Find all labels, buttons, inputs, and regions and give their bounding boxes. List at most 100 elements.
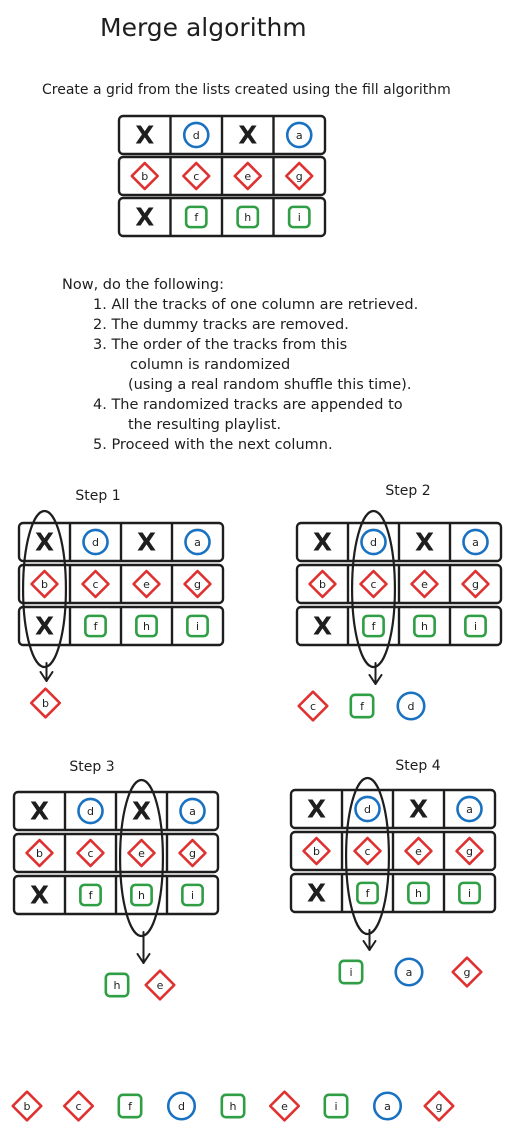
square-icon <box>458 881 481 905</box>
column-selection-ellipse <box>344 776 391 936</box>
track-label: c <box>193 170 199 183</box>
instructions-heading: Now, do the following: <box>62 277 224 293</box>
track-label: c <box>87 847 93 860</box>
instruction-line: column is randomized <box>130 357 290 373</box>
track-square: f <box>117 1093 143 1119</box>
track-circle: d <box>396 691 426 721</box>
track-label: d <box>364 803 371 816</box>
circle-icon <box>179 797 206 825</box>
dummy-track: X <box>409 794 428 823</box>
arrow-head-icon <box>136 953 151 964</box>
column-selection-ellipse <box>21 509 68 669</box>
track-label: f <box>89 889 94 902</box>
track-circle: d <box>354 795 381 823</box>
track-label: g <box>189 847 196 860</box>
track-label: a <box>466 803 473 816</box>
dummy-track: X <box>137 527 156 556</box>
diamond-icon <box>233 161 263 191</box>
dummy-label: X <box>135 202 154 231</box>
dummy-track: X <box>132 796 151 825</box>
track-label: a <box>406 966 413 979</box>
track-circle: a <box>462 528 489 556</box>
track-diamond: c <box>81 569 110 599</box>
track-label: d <box>178 1100 185 1113</box>
track-circle: a <box>456 795 483 823</box>
column-selection-ellipse <box>118 778 165 938</box>
track-label: c <box>364 845 370 858</box>
arrow-head-icon <box>362 940 377 951</box>
track-label: b <box>319 578 326 591</box>
instruction-line: (using a real random shuffle this time). <box>128 377 411 393</box>
track-diamond: c <box>76 838 105 868</box>
circle-icon <box>462 528 489 556</box>
circle-icon <box>456 795 483 823</box>
track-label: b <box>41 578 48 591</box>
track-diamond: b <box>25 838 54 868</box>
dummy-track: X <box>135 120 154 149</box>
track-diamond: e <box>404 836 433 866</box>
track-label: i <box>191 889 194 902</box>
circle-icon <box>166 1091 197 1121</box>
diamond-icon <box>30 569 59 599</box>
step-output: b <box>29 687 62 719</box>
instruction-line: 1. All the tracks of one column are retr… <box>93 297 418 313</box>
track-label: i <box>468 887 471 900</box>
instruction-line: 4. The randomized tracks are appended to <box>93 397 403 413</box>
track-circle: d <box>360 528 387 556</box>
diamond-icon <box>308 569 337 599</box>
track-square: h <box>413 614 436 638</box>
instruction-line: 2. The dummy tracks are removed. <box>93 317 349 333</box>
square-icon <box>464 614 487 638</box>
dummy-track: X <box>30 796 49 825</box>
square-icon <box>117 1093 143 1119</box>
diamond-icon <box>268 1090 301 1122</box>
track-label: c <box>92 578 98 591</box>
track-label: g <box>436 1100 443 1113</box>
track-diamond: g <box>178 838 207 868</box>
diamond-icon <box>284 161 314 191</box>
diamond-icon <box>455 836 484 866</box>
track-square: i <box>338 959 364 985</box>
track-label: g <box>296 170 303 183</box>
track-square: h <box>220 1093 246 1119</box>
column-selection-ellipse <box>350 509 397 669</box>
track-label: h <box>415 887 422 900</box>
diamond-icon <box>144 969 176 1001</box>
track-square: i <box>458 881 481 905</box>
track-diamond: e <box>144 969 176 1001</box>
track-diamond: e <box>410 569 439 599</box>
square-icon <box>181 883 204 907</box>
track-diamond: c <box>62 1090 95 1122</box>
dummy-label: X <box>307 794 326 823</box>
track-label: i <box>474 620 477 633</box>
step-label: Step 3 <box>69 759 114 775</box>
track-label: d <box>87 805 94 818</box>
instructions-list: Now, do the following: 1. All the tracks … <box>62 277 418 453</box>
track-square: f <box>184 205 208 229</box>
track-label: h <box>114 979 121 992</box>
diamond-icon <box>11 1090 43 1122</box>
diamond-icon <box>132 569 161 599</box>
track-label: d <box>92 536 99 549</box>
square-icon <box>236 205 260 229</box>
dummy-track: X <box>415 527 434 556</box>
track-label: d <box>370 536 377 549</box>
circle-icon <box>184 528 211 556</box>
track-circle: a <box>179 797 206 825</box>
square-icon <box>84 614 107 638</box>
circle-icon <box>360 528 387 556</box>
track-square: h <box>130 883 153 907</box>
track-label: f <box>194 211 199 224</box>
track-square: i <box>181 883 204 907</box>
